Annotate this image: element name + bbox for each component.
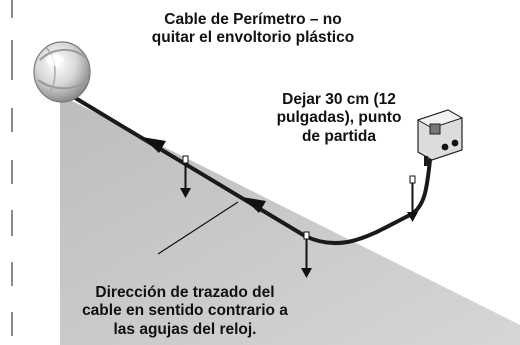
direction-arrow-icon [142,137,166,153]
cable-note-label: Cable de Perímetro – no quitar el envolt… [112,11,394,48]
connector-icon [416,109,464,166]
stake-icon [180,155,191,198]
start-point-line2: pulgadas), punto [276,109,402,127]
start-point-label: Dejar 30 cm (12 pulgadas), punto de part… [252,91,426,146]
start-point-line3: de partida [301,127,377,145]
direction-label: Dirección de trazado del cable en sentid… [40,284,330,339]
direction-line2: cable en sentido contrario a [82,302,288,320]
direction-pointer-line [157,201,239,255]
cable-spool-icon [33,41,91,103]
start-point-line1: Dejar 30 cm (12 [282,91,396,108]
stake-icon [407,175,418,222]
direction-arrow-icon [242,197,266,213]
perimeter-cable [70,94,432,246]
stake-icon [301,231,312,278]
cable-note-line1: Cable de Perímetro – no [164,11,342,28]
direction-line1: Dirección de trazado del [95,284,275,301]
cable-note-line2: quitar el envoltorio plástico [151,29,355,47]
direction-line3: las agujas del reloj. [113,320,257,338]
